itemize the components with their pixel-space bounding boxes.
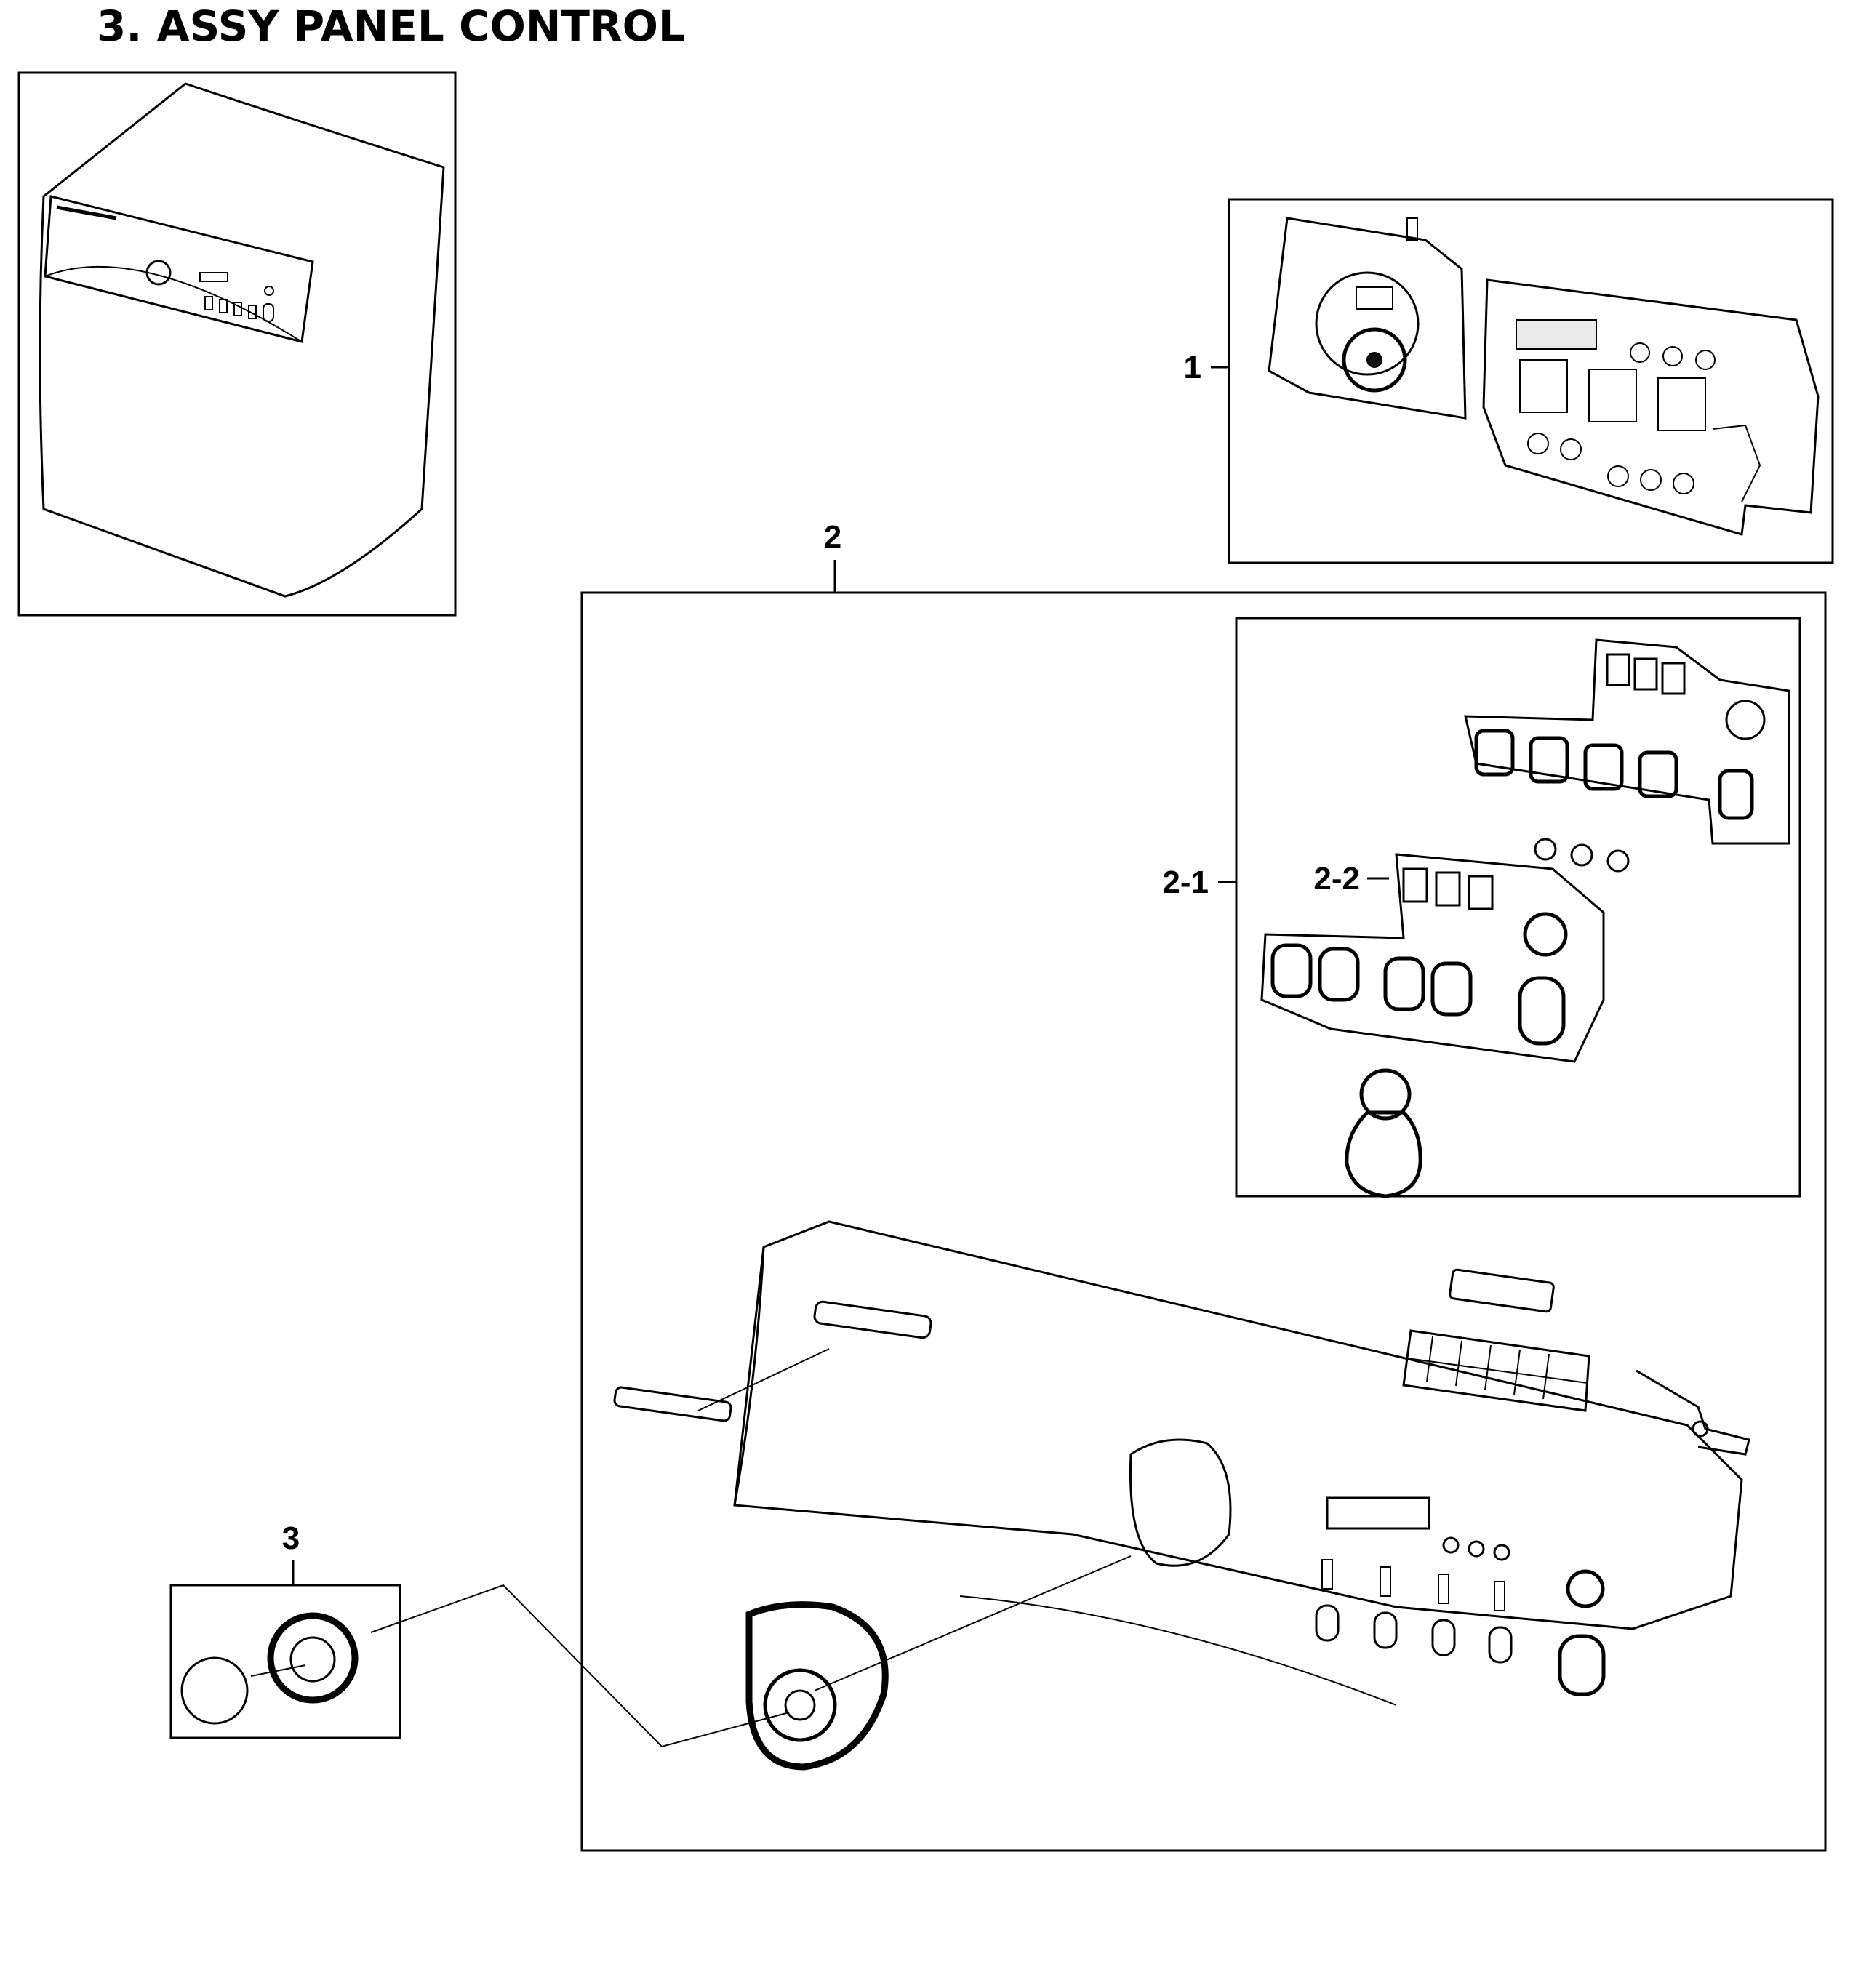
washer-cabinet [39, 82, 445, 598]
led-holder-grid [1402, 1329, 1590, 1412]
knob-cap [180, 1656, 249, 1725]
panel-display-window [1326, 1496, 1430, 1530]
dial-knob-core [784, 1689, 816, 1721]
trim-strip-leader [697, 1348, 830, 1411]
pcb-led-displays [1519, 359, 1706, 431]
part-1-pcb-assembly: 1 [1184, 198, 1834, 564]
callout-2: 2 [824, 519, 841, 555]
pcb-connector-block [1516, 319, 1597, 350]
encoder-shaft [1366, 352, 1382, 368]
dial-knob-bezel [745, 1601, 889, 1771]
dial-knob-leader [814, 1555, 1132, 1691]
panel-curve [44, 265, 303, 342]
display-lens [1449, 1268, 1555, 1313]
housing-tab [1406, 217, 1418, 241]
upper-plate-buttons [1474, 653, 1766, 820]
lower-plate-buttons [1270, 867, 1568, 1046]
small-keys [1534, 838, 1630, 873]
part-2-1-frame [1235, 617, 1801, 1198]
panel-bottom-curve [959, 1595, 1397, 1706]
knob-body [267, 1612, 359, 1704]
callout-2-2: 2-2 [1313, 861, 1360, 897]
panel-buttons [204, 286, 274, 322]
dial-encoder-ring [1315, 271, 1420, 376]
button-holder-plate-upper [1464, 638, 1790, 845]
dial-gasket-ring [1359, 1068, 1412, 1121]
panel-dial-recess [1129, 1438, 1232, 1567]
led-holder-dividers [1406, 1336, 1588, 1400]
reference-washer-view [17, 71, 457, 617]
part-3-knob: 3 [169, 1520, 401, 1739]
panel-clip [1636, 1369, 1750, 1456]
panel-indicator-leds [1442, 1536, 1510, 1561]
panel-clip-head [1692, 1420, 1709, 1438]
part-1-frame [1228, 198, 1834, 564]
part-3-leader [370, 1584, 790, 1748]
pcb-switch-circles [1527, 342, 1716, 494]
panel-logo-strip [56, 205, 117, 220]
page-title: 3. ASSY PANEL CONTROL [97, 1, 685, 51]
encoder-window [1356, 286, 1393, 310]
callout-2-1: 2-1 [1162, 865, 1209, 900]
reference-view-frame [17, 71, 457, 617]
panel-brand-slot [813, 1300, 932, 1339]
part-2-frame [580, 591, 1827, 1852]
callout-3: 3 [282, 1520, 300, 1556]
knob-cap-leader [250, 1664, 306, 1677]
pcb-trace [1712, 424, 1761, 502]
pcb-right-board [1482, 278, 1820, 536]
button-gasket [1345, 1110, 1422, 1198]
pcb-left-housing [1268, 217, 1467, 420]
knob-inner [289, 1636, 336, 1683]
part-2-panel-assembly: 2 2-1 2-2 [370, 519, 1827, 1852]
panel-left-edge [733, 1246, 765, 1506]
control-panel-housing [733, 1220, 1743, 1630]
panel-option-buttons [1315, 1559, 1606, 1696]
callout-1: 1 [1184, 350, 1201, 385]
panel-display [199, 272, 228, 282]
panel-dial [145, 260, 172, 286]
part-3-frame [169, 1584, 401, 1739]
encoder-knob-seat [1342, 327, 1407, 393]
trim-strip [613, 1386, 732, 1422]
dial-knob-center [763, 1668, 837, 1742]
